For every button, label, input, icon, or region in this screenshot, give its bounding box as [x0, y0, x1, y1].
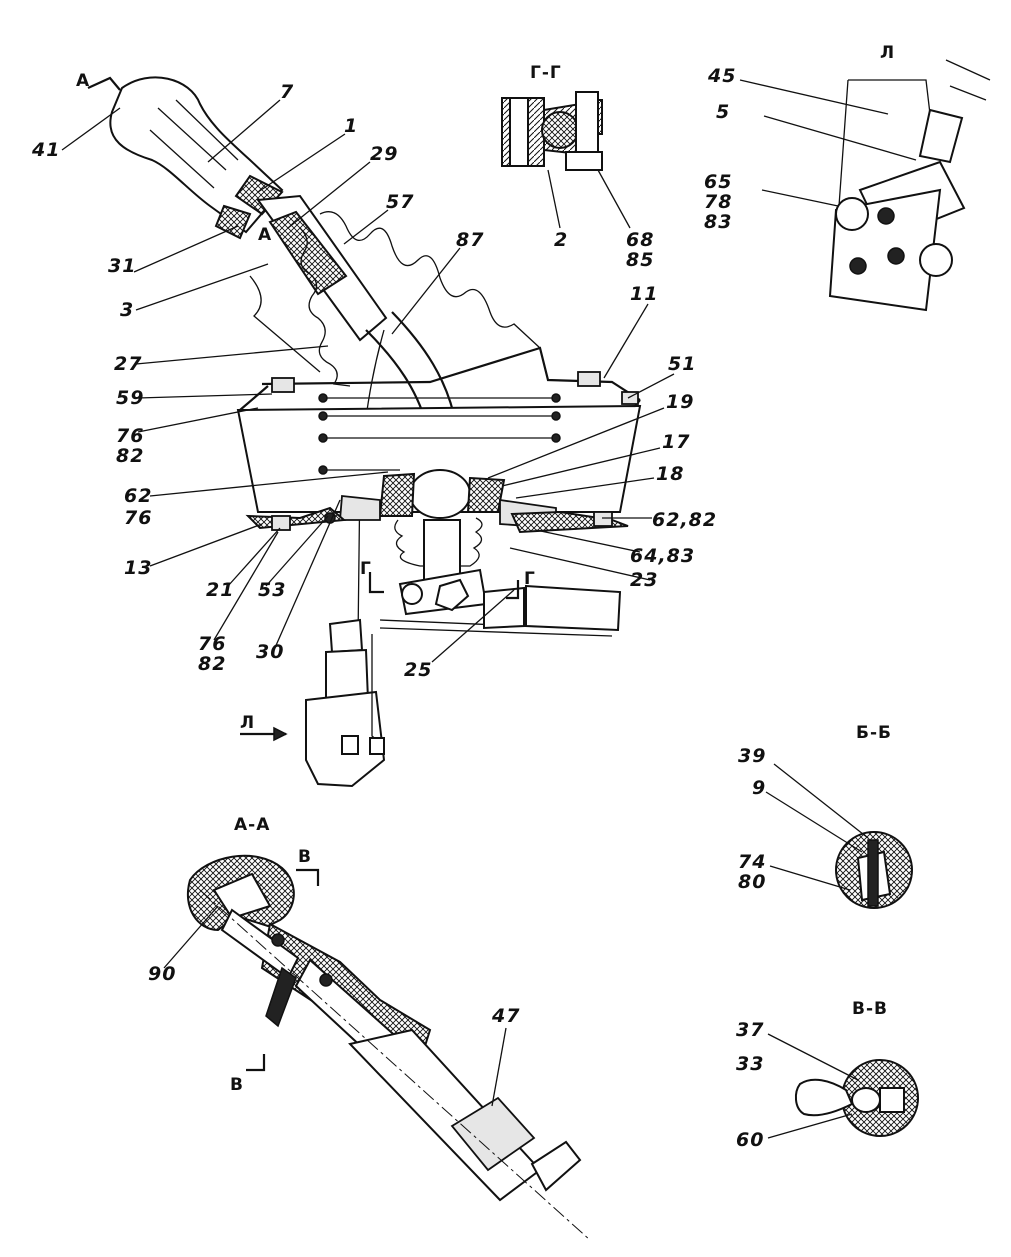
section-gg: Г-Г 2 68 85 [501, 63, 654, 271]
callout-39: 39 [738, 745, 766, 767]
callout-59: 59 [116, 387, 144, 409]
callout-82-c: 82 [198, 653, 226, 675]
callout-31: 31 [108, 255, 136, 277]
callout-82-a: 82 [116, 445, 144, 467]
callout-90: 90 [148, 963, 176, 985]
callout-21: 21 [206, 579, 234, 601]
callout-45: 45 [707, 65, 736, 87]
callout-19: 19 [666, 391, 694, 413]
section-marks: А А Г Г Л [76, 71, 536, 742]
callout-5: 5 [716, 101, 730, 123]
mark-g-right: Г [524, 569, 536, 589]
callout-23: 23 [630, 569, 658, 591]
lever-knob [109, 76, 284, 240]
view-l: Л 45 5 65 78 83 [704, 43, 991, 312]
callout-11: 11 [630, 283, 658, 305]
callout-17: 17 [662, 431, 690, 453]
callout-76-b: 76 [124, 507, 152, 529]
section-gg-title: Г-Г [530, 63, 562, 83]
section-aa-title: А-А [234, 815, 270, 835]
callout-18: 18 [656, 463, 684, 485]
section-vv: В-В 37 33 60 [736, 999, 919, 1151]
callout-37: 37 [736, 1019, 764, 1041]
callout-33: 33 [736, 1053, 764, 1075]
mark-a-top: А [76, 71, 90, 91]
callout-9: 9 [752, 777, 766, 799]
callout-41: 41 [31, 139, 60, 161]
callout-64-83: 64,83 [630, 545, 695, 567]
callout-51: 51 [668, 353, 696, 375]
callout-74: 74 [738, 851, 766, 873]
view-arrow-l: Л [240, 713, 255, 733]
main-callouts: 41 7 1 29 57 87 11 51 19 17 18 31 3 27 5… [31, 81, 717, 681]
callout-76-c: 76 [198, 633, 226, 655]
callout-85: 85 [626, 249, 654, 271]
mark-v-bottom: В [230, 1075, 244, 1095]
section-bb-title: Б-Б [856, 723, 892, 743]
callout-83: 83 [704, 211, 732, 233]
callout-68: 68 [626, 229, 654, 251]
callout-80: 80 [738, 871, 766, 893]
callout-78: 78 [704, 191, 732, 213]
callout-62-a: 62 [124, 485, 152, 507]
mark-a-body: А [258, 225, 272, 245]
callout-13: 13 [124, 557, 152, 579]
callout-25: 25 [404, 659, 432, 681]
callout-1: 1 [344, 115, 358, 137]
callout-62-82: 62,82 [652, 509, 717, 531]
callout-30: 30 [256, 641, 284, 663]
callout-27: 27 [114, 353, 142, 375]
callout-76-a: 76 [116, 425, 144, 447]
callout-57: 57 [386, 191, 414, 213]
base-plate [245, 506, 629, 534]
mark-g-left: Г [360, 559, 372, 579]
section-aa: А-А В В 90 47 [148, 815, 591, 1241]
main-leaders [61, 99, 675, 663]
lower-shaft [305, 517, 622, 788]
callout-29: 29 [370, 143, 398, 165]
callout-7: 7 [280, 81, 294, 103]
section-vv-title: В-В [852, 999, 888, 1019]
callout-3: 3 [120, 299, 134, 321]
housing-cover [236, 346, 642, 513]
view-l-title: Л [880, 43, 895, 63]
callout-65: 65 [704, 171, 732, 193]
section-bb: Б-Б 39 9 74 80 [738, 723, 913, 909]
callout-53: 53 [258, 579, 286, 601]
main-assembly-view: А А Г Г Л [31, 71, 717, 788]
callout-87: 87 [456, 229, 484, 251]
callout-60: 60 [736, 1129, 764, 1151]
callout-2: 2 [554, 229, 568, 251]
mark-v-top: В [298, 847, 312, 867]
callout-47: 47 [491, 1005, 520, 1027]
